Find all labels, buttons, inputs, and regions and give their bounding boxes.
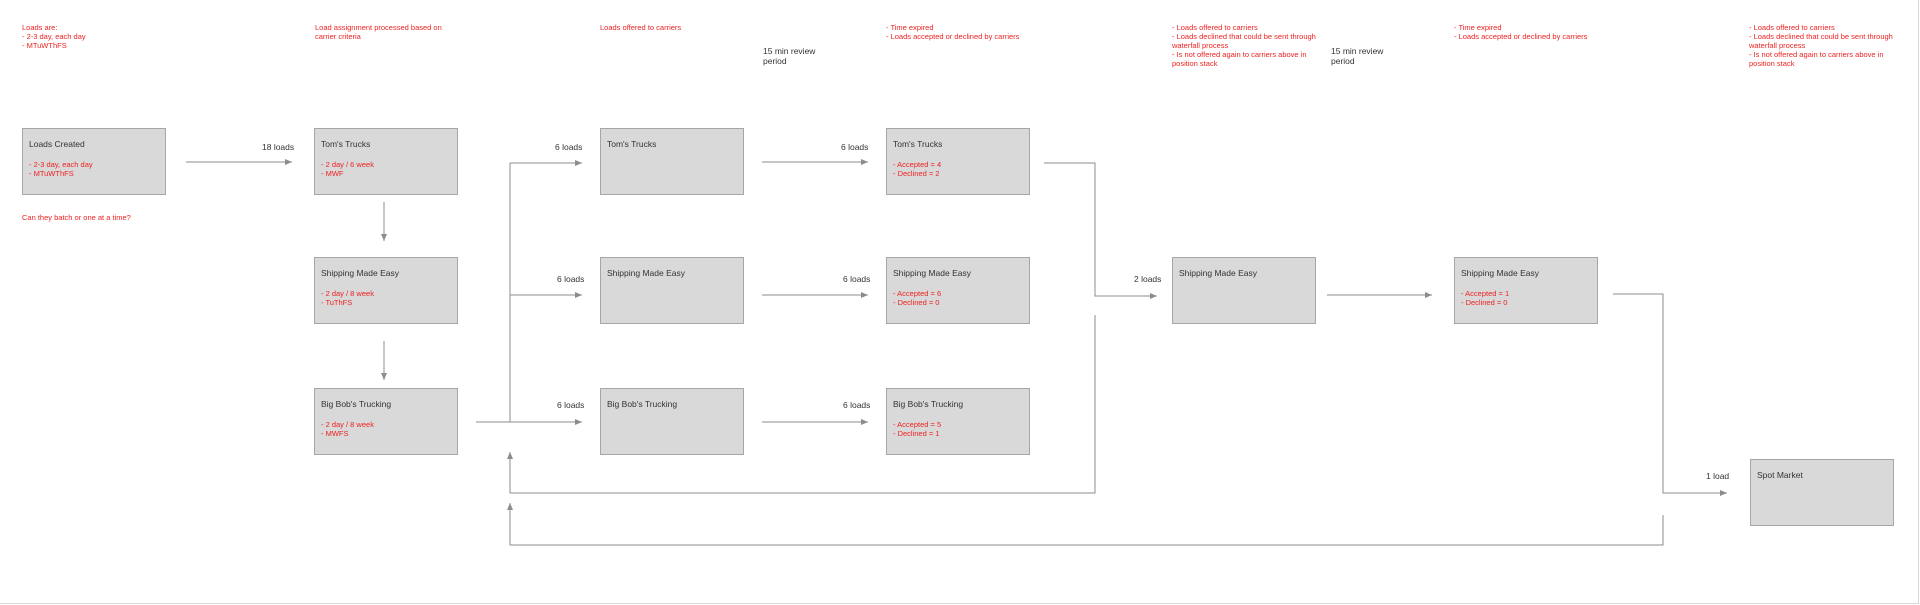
box-big-bobs-trucking-criteria[interactable]: Big Bob's Trucking - 2 day / 8 week - MW… bbox=[314, 388, 458, 455]
box-title: Shipping Made Easy bbox=[1461, 268, 1539, 278]
box-spot-market[interactable]: Spot Market bbox=[1750, 459, 1894, 526]
box-detail: - Accepted = 1 - Declined = 0 bbox=[1461, 289, 1510, 307]
arrow-label-toms-result-6-loads: 6 loads bbox=[841, 142, 869, 152]
review-period-label-2: 15 min review period bbox=[1331, 46, 1384, 66]
box-title: Loads Created bbox=[29, 139, 85, 149]
box-detail: - 2 day / 6 week - MWF bbox=[321, 160, 374, 178]
box-shipping-made-easy-criteria[interactable]: Shipping Made Easy - 2 day / 8 week - Tu… bbox=[314, 257, 458, 324]
arrow-waterfall-to-spot-market bbox=[1613, 293, 1727, 496]
box-shipping-made-easy-waterfall-offer[interactable]: Shipping Made Easy bbox=[1172, 257, 1316, 324]
arrow-label-18-loads: 18 loads bbox=[262, 142, 295, 152]
review-period-label-1: 15 min review period bbox=[763, 46, 816, 66]
arrow-label-1-load: 1 load bbox=[1706, 471, 1730, 481]
box-shipping-made-easy-result[interactable]: Shipping Made Easy - Accepted = 6 - Decl… bbox=[886, 257, 1030, 324]
arrow-feedback-loop-2 bbox=[507, 503, 1664, 546]
box-title: Shipping Made Easy bbox=[321, 268, 399, 278]
box-title: Big Bob's Trucking bbox=[321, 399, 392, 409]
box-title: Big Bob's Trucking bbox=[893, 399, 964, 409]
box-big-bobs-trucking-result[interactable]: Big Bob's Trucking - Accepted = 5 - Decl… bbox=[886, 388, 1030, 455]
box-detail: - 2-3 day, each day - MTuWThFS bbox=[29, 160, 93, 178]
box-title: Shipping Made Easy bbox=[1179, 268, 1257, 278]
note-expired-2: - Time expired - Loads accepted or decli… bbox=[1454, 23, 1588, 41]
box-title: Shipping Made Easy bbox=[893, 268, 971, 278]
note-loads-are: Loads are: - 2-3 day, each day - MTuWThF… bbox=[22, 23, 86, 50]
box-detail: - Accepted = 6 - Declined = 0 bbox=[893, 289, 942, 307]
arrow-label-sme-result-6-loads: 6 loads bbox=[843, 274, 871, 284]
note-load-assignment: Load assignment processed based on carri… bbox=[315, 23, 442, 41]
box-detail: - 2 day / 8 week - TuThFS bbox=[321, 289, 374, 307]
box-loads-created[interactable]: Loads Created - 2-3 day, each day - MTuW… bbox=[22, 128, 166, 195]
note-offered-2: - Loads offered to carriers - Loads decl… bbox=[1172, 23, 1316, 68]
box-detail: - Accepted = 4 - Declined = 2 bbox=[893, 160, 942, 178]
arrow-label-bbt-result-6-loads: 6 loads bbox=[843, 400, 871, 410]
box-shipping-made-easy-offer[interactable]: Shipping Made Easy bbox=[600, 257, 744, 324]
box-detail: - 2 day / 8 week - MWFS bbox=[321, 420, 374, 438]
box-toms-trucks-result[interactable]: Tom's Trucks - Accepted = 4 - Declined =… bbox=[886, 128, 1030, 195]
box-title: Spot Market bbox=[1757, 470, 1803, 480]
box-toms-trucks-criteria[interactable]: Tom's Trucks - 2 day / 6 week - MWF bbox=[314, 128, 458, 195]
arrow-label-2-loads: 2 loads bbox=[1134, 274, 1162, 284]
note-batch-question: Can they batch or one at a time? bbox=[22, 213, 131, 222]
arrow-feedback-loop-1 bbox=[507, 315, 1096, 494]
box-title: Tom's Trucks bbox=[321, 139, 371, 149]
box-shipping-made-easy-waterfall-result[interactable]: Shipping Made Easy - Accepted = 1 - Decl… bbox=[1454, 257, 1598, 324]
box-big-bobs-trucking-offer[interactable]: Big Bob's Trucking bbox=[600, 388, 744, 455]
box-detail: - Accepted = 5 - Declined = 1 bbox=[893, 420, 942, 438]
box-title: Tom's Trucks bbox=[607, 139, 657, 149]
note-expired-1: - Time expired - Loads accepted or decli… bbox=[886, 23, 1020, 41]
arrow-label-toms-6-loads: 6 loads bbox=[555, 142, 583, 152]
arrow-label-sme-6-loads: 6 loads bbox=[557, 274, 585, 284]
box-title: Shipping Made Easy bbox=[607, 268, 685, 278]
arrow-label-bbt-6-loads: 6 loads bbox=[557, 400, 585, 410]
box-title: Tom's Trucks bbox=[893, 139, 943, 149]
note-offered-3: - Loads offered to carriers - Loads decl… bbox=[1749, 23, 1893, 68]
box-title: Big Bob's Trucking bbox=[607, 399, 678, 409]
note-offered-1: Loads offered to carriers bbox=[600, 23, 682, 32]
box-toms-trucks-offer[interactable]: Tom's Trucks bbox=[600, 128, 744, 195]
arrow-toms-declined-to-waterfall bbox=[1044, 162, 1157, 299]
